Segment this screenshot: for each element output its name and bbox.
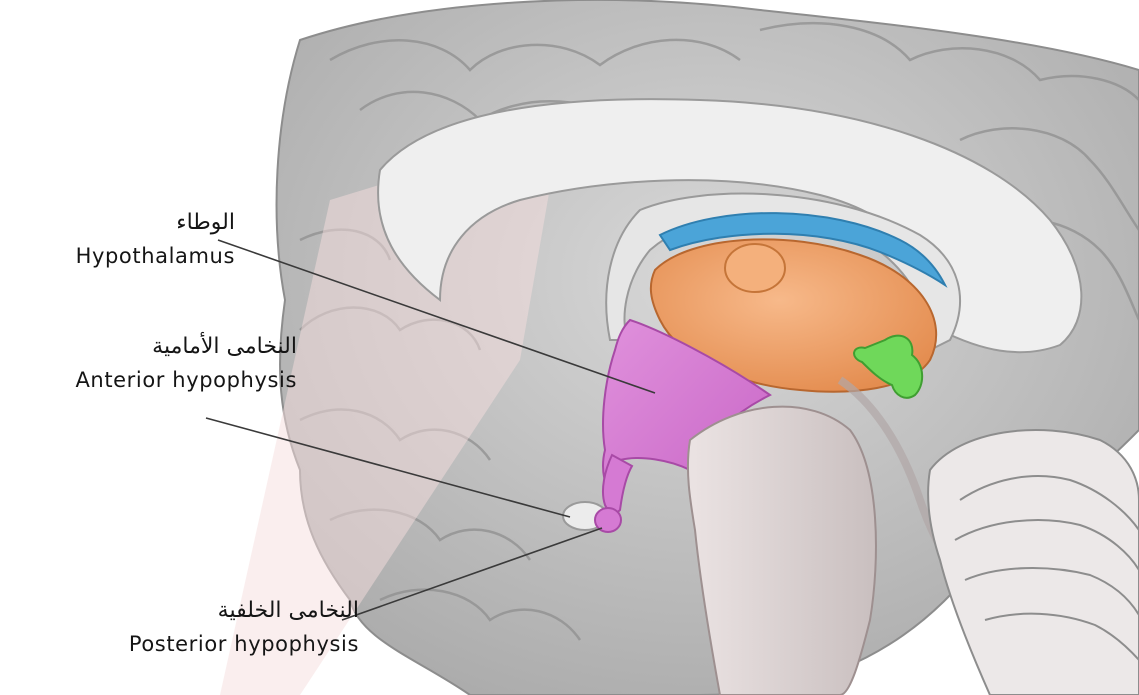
cerebellum bbox=[928, 430, 1139, 695]
label-posterior-hypophysis: النخامى الخلفية Posterior hypophysis bbox=[129, 600, 359, 655]
label-hypothalamus: الوطاء Hypothalamus bbox=[76, 212, 235, 267]
posterior-hypophysis-arabic: النخامى الخلفية bbox=[129, 600, 359, 622]
hypothalamus-arabic: الوطاء bbox=[76, 212, 235, 234]
interthalamic-adhesion bbox=[725, 244, 785, 292]
brainstem bbox=[688, 407, 876, 695]
hypothalamus-english: Hypothalamus bbox=[76, 246, 235, 267]
anterior-hypophysis-arabic: النخامى الأمامية bbox=[75, 336, 297, 358]
anterior-hypophysis-english: Anterior hypophysis bbox=[75, 370, 297, 391]
label-anterior-hypophysis: النخامى الأمامية Anterior hypophysis bbox=[75, 336, 297, 391]
posterior-hypophysis-english: Posterior hypophysis bbox=[129, 634, 359, 655]
